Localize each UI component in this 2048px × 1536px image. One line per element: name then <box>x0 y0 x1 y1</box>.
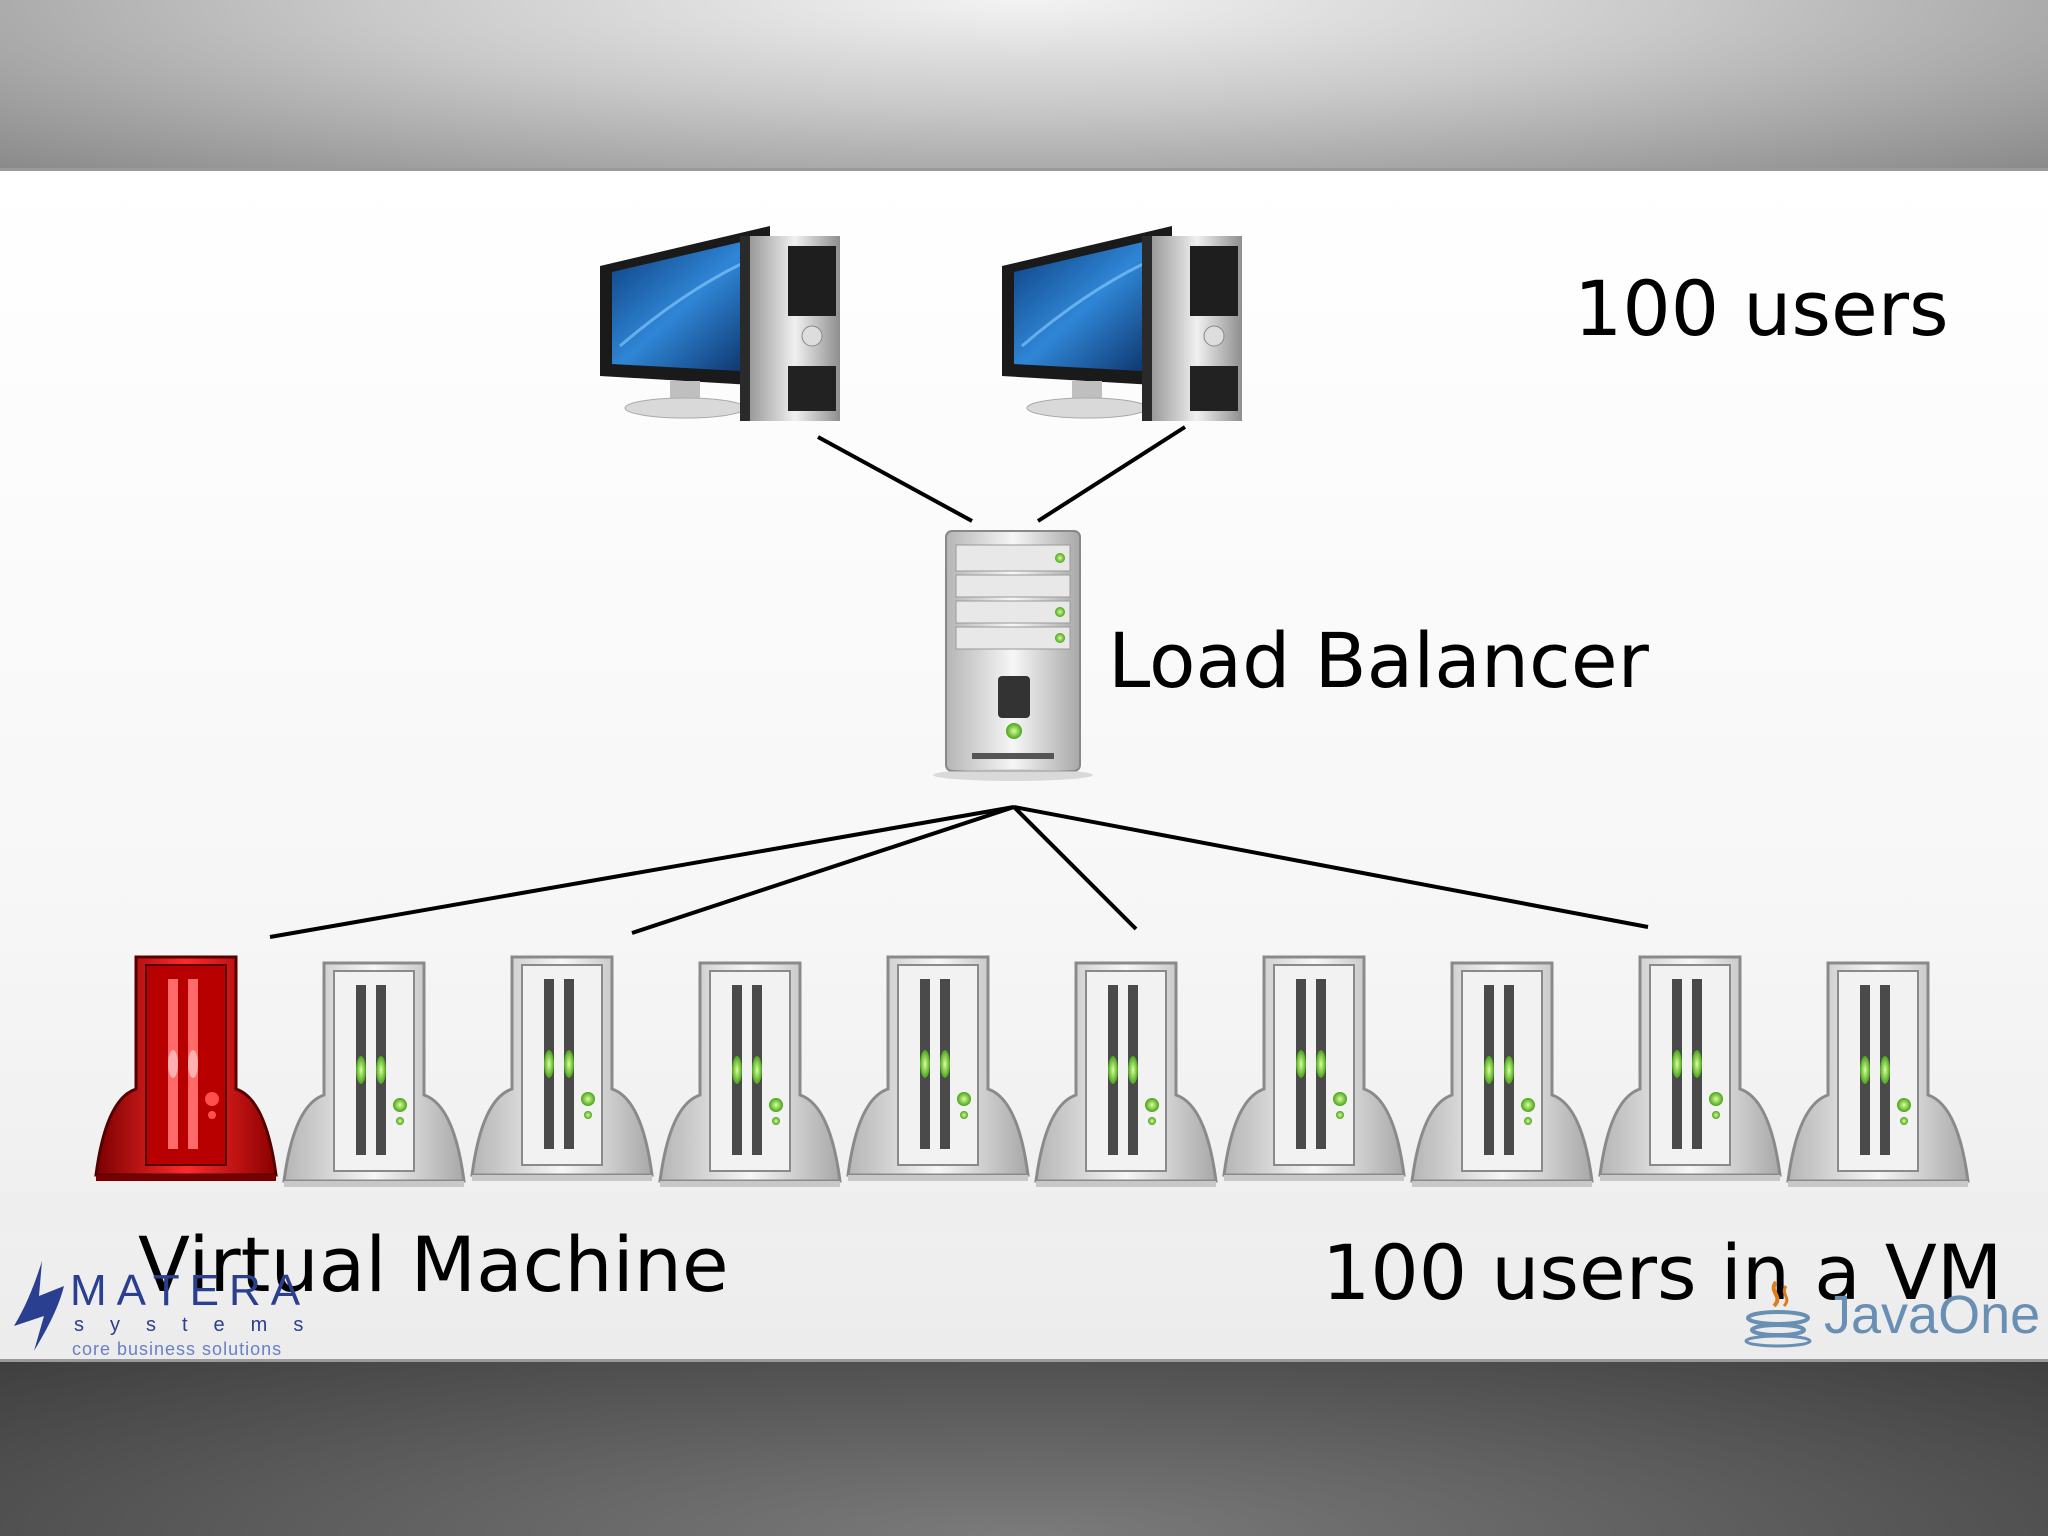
matera-tagline: core business solutions <box>72 1339 283 1359</box>
virtual-machine-label: Virtual Machine <box>138 1220 729 1309</box>
vm-server <box>1034 961 1218 1187</box>
vm-server <box>846 955 1030 1181</box>
vm-server <box>658 961 842 1187</box>
matera-wordmark: MATERA <box>70 1266 311 1315</box>
javaone-logo: JavaOne <box>1740 1278 2040 1348</box>
vm-server-row <box>94 955 1970 1187</box>
slide-frame-bottom <box>0 1362 2048 1536</box>
java-cup-icon <box>1744 1280 1812 1348</box>
line-lb-vm9 <box>1013 805 1649 929</box>
users-top-label: 100 users <box>1574 264 1949 353</box>
slide-frame-top <box>0 0 2048 168</box>
vm-server <box>1222 955 1406 1181</box>
matera-logo: MATERA systems core business solutions <box>0 1256 303 1359</box>
connection-lines <box>269 425 1649 939</box>
client-computer-1 <box>600 226 840 421</box>
vm-server <box>1598 955 1782 1181</box>
slide-canvas: 100 users Load Balancer Virtual Machine … <box>0 168 2048 1362</box>
matera-subword: systems <box>74 1314 330 1336</box>
line-lb-vm6 <box>1012 805 1138 931</box>
line-client1-lb <box>817 435 973 523</box>
vm-server <box>1786 961 1970 1187</box>
load-balancer-server <box>933 530 1093 781</box>
line-lb-vm1 <box>269 805 1015 939</box>
client-computer-2 <box>1002 226 1242 421</box>
vm-server <box>470 955 654 1181</box>
line-client2-lb <box>1036 425 1187 523</box>
line-lb-vm3 <box>631 805 1015 935</box>
vm-server <box>282 961 466 1187</box>
matera-star-icon <box>14 1261 64 1351</box>
load-balancer-label: Load Balancer <box>1108 616 1649 705</box>
vm-server <box>1410 961 1594 1187</box>
architecture-diagram <box>0 226 2048 1231</box>
floor-reflection <box>0 1191 2048 1231</box>
users-vm-label: 100 users in a VM <box>1322 1228 2003 1317</box>
vm-server-highlighted <box>94 955 278 1181</box>
javaone-wordmark: JavaOne <box>1824 1285 2041 1345</box>
